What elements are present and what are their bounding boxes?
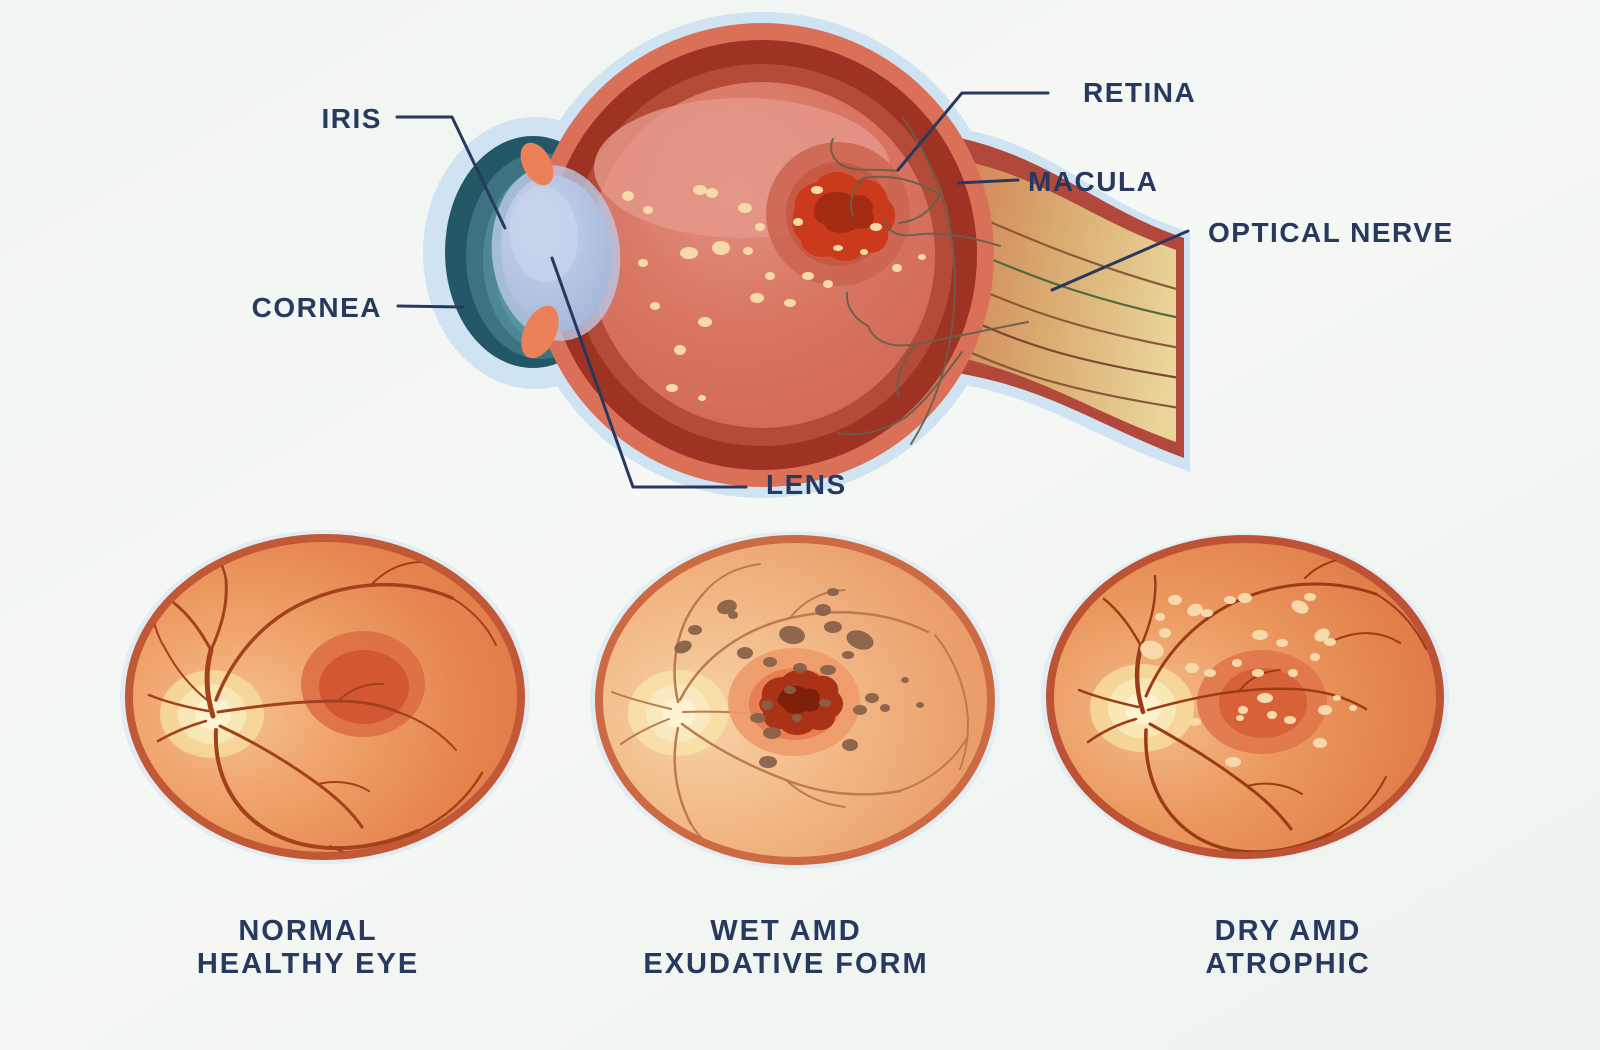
optic-disc-wet	[628, 670, 728, 756]
hemorrhage-spots	[674, 588, 924, 768]
ciliary-body	[520, 142, 559, 359]
optical-nerve-label: OPTICAL NERVE	[1208, 217, 1454, 248]
retina-label: RETINA	[1083, 77, 1196, 108]
caption-dry-amd-line2: ATROPHIC	[1205, 948, 1370, 980]
caption-wet-amd-line2: EXUDATIVE FORM	[643, 948, 928, 980]
iris-leader-line	[395, 115, 507, 230]
cornea-label: CORNEA	[252, 292, 382, 323]
lens-label: LENS	[766, 469, 847, 500]
cornea-leader-line	[396, 304, 465, 309]
eye-cross-section	[423, 12, 1190, 498]
condition-captions: NORMAL HEALTHY EYE WET AMD EXUDATIVE FOR…	[197, 915, 1370, 980]
macula-normal	[301, 631, 425, 737]
drusen-dry	[1140, 593, 1357, 767]
anatomy-labels: IRIS CORNEA LENS RETINA MACULA OPTICAL N…	[252, 77, 1454, 500]
caption-wet-amd-line1: WET AMD	[710, 915, 861, 947]
lens-shape	[491, 165, 621, 341]
fundus-normal	[120, 530, 530, 864]
retina-leader-line	[896, 91, 1050, 172]
leader-lines	[395, 91, 1190, 489]
optical-nerve-leader-line	[1050, 229, 1190, 292]
macula-leader-line	[956, 178, 1020, 185]
lens-leader-line	[550, 256, 748, 489]
caption-dry-amd-line1: DRY AMD	[1215, 915, 1362, 947]
eyeball-shell	[530, 23, 994, 487]
macula-label: MACULA	[1028, 166, 1158, 197]
caption-normal-line1: NORMAL	[238, 915, 377, 947]
retinal-vessels	[830, 117, 1029, 445]
fundus-wet-amd	[590, 531, 1000, 869]
fundus-dry-amd	[1041, 533, 1449, 861]
macula-wet-lesion	[728, 648, 860, 756]
iris-label: IRIS	[322, 103, 382, 134]
caption-normal-line2: HEALTHY EYE	[197, 948, 419, 980]
